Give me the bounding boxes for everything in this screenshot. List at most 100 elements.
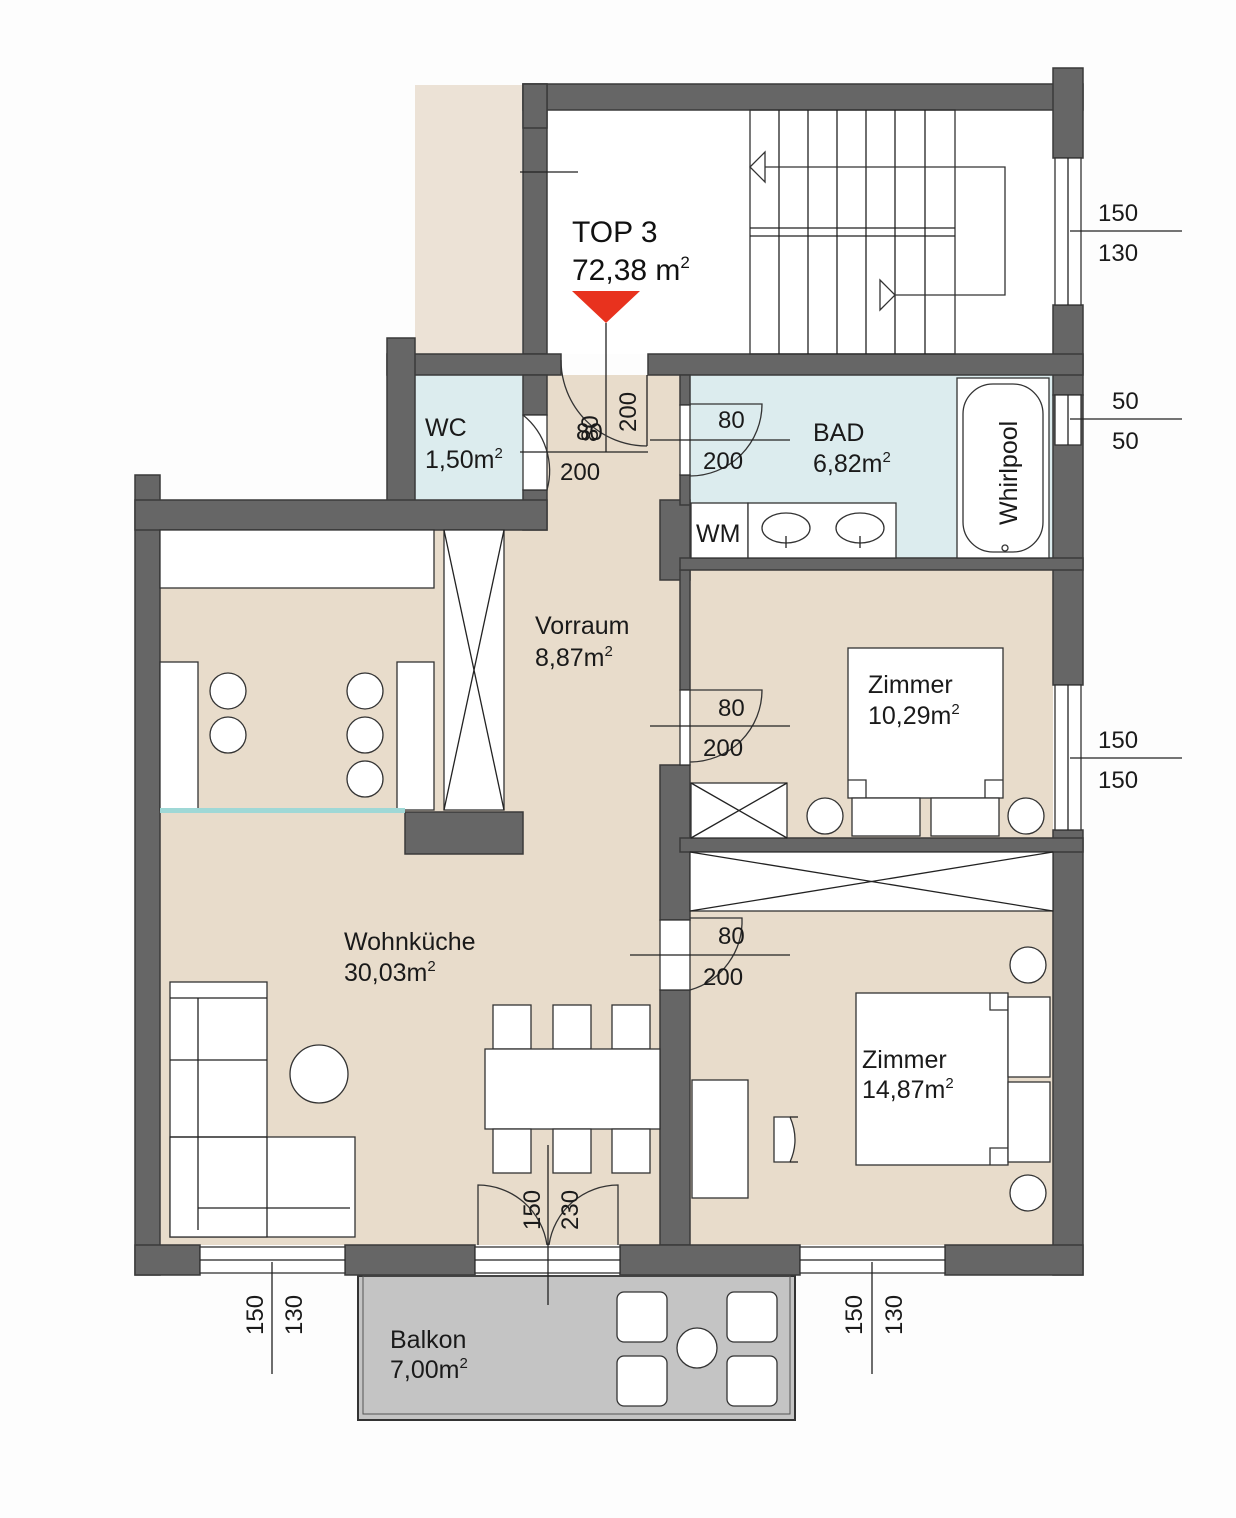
wall-zimmer1-left xyxy=(679,569,691,691)
entry-door: 80 200 xyxy=(560,359,648,447)
wall-bad-zimmer1 xyxy=(679,557,1084,571)
wall-right-outer-b xyxy=(1052,829,1084,1276)
wohnkueche-name: Wohnküche xyxy=(344,928,476,956)
stair-arrow-right xyxy=(879,278,896,312)
unit-area: 72,38 m2 xyxy=(572,253,690,287)
pillow-z1-left xyxy=(851,797,921,837)
svg-text:200: 200 xyxy=(703,964,743,991)
svg-text:150: 150 xyxy=(1098,727,1138,754)
balkon-name: Balkon xyxy=(390,1326,466,1354)
zimmer2-furniture xyxy=(689,851,1054,1212)
window-zimmer1-door xyxy=(679,689,691,766)
wc-door: 80 200 xyxy=(520,414,648,491)
pillow-z2-bottom xyxy=(1007,1081,1051,1163)
svg-text:200: 200 xyxy=(703,448,743,475)
lamp-z2-top-icon xyxy=(1009,946,1047,984)
svg-text:130: 130 xyxy=(281,1295,308,1335)
wall-bad-left xyxy=(679,374,691,406)
zimmer1-furniture xyxy=(690,647,1045,839)
svg-text:80: 80 xyxy=(718,923,745,950)
whirlpool-label: Whirlpool xyxy=(995,421,1023,525)
vorraum-name: Vorraum xyxy=(535,612,629,640)
wall-wc-right xyxy=(522,374,548,416)
stair-arrow-left xyxy=(749,150,766,184)
wall-stair-right-2 xyxy=(1052,304,1084,396)
svg-text:150: 150 xyxy=(1098,767,1138,794)
chair-top-1 xyxy=(492,1004,532,1050)
wall-bottom-3 xyxy=(619,1244,801,1276)
balcony-chair-2 xyxy=(726,1291,778,1343)
wc-floor xyxy=(415,375,523,501)
hob-2-icon xyxy=(209,716,247,754)
wall-bottom-1 xyxy=(134,1244,201,1276)
wall-stair-left xyxy=(522,83,548,355)
svg-text:80: 80 xyxy=(577,415,604,442)
neighbor-floor xyxy=(415,85,522,355)
kitchen-counter-top xyxy=(159,529,435,589)
wall-left-outer xyxy=(134,474,161,1276)
balkon-floor xyxy=(357,1275,796,1421)
entry-marker-icon xyxy=(572,291,640,323)
window-dimensions: 150 130 50 50 150 150 150 130 150 130 xyxy=(242,200,1182,1374)
svg-text:80: 80 xyxy=(718,695,745,722)
bad-area: 6,82m2 xyxy=(813,449,891,478)
dining-table xyxy=(484,1048,661,1130)
chair-top-2 xyxy=(552,1004,592,1050)
svg-text:230: 230 xyxy=(557,1190,584,1230)
wall-zimmer2-left xyxy=(659,989,691,1246)
whirlpool-tub xyxy=(956,377,1050,559)
pillow-z1-right xyxy=(930,797,1000,837)
wall-top-living xyxy=(134,499,548,531)
wall-zimmer1-zimmer2 xyxy=(679,837,1084,853)
bath-fixtures: WM Whirlpool xyxy=(690,377,1050,559)
sofa xyxy=(169,981,356,1238)
wall-stair-top xyxy=(522,83,1084,111)
zimmer2-name: Zimmer xyxy=(862,1046,947,1074)
balcony-door: 150 230 xyxy=(477,1145,619,1305)
balcony-furniture xyxy=(616,1291,778,1407)
balcony-table-icon xyxy=(676,1327,718,1369)
living-furniture xyxy=(159,529,661,1238)
kitchen-counter-right xyxy=(396,661,435,811)
chair-bottom-2 xyxy=(552,1128,592,1174)
chair-top-3 xyxy=(611,1004,651,1050)
svg-text:150: 150 xyxy=(242,1295,269,1335)
desk-z2 xyxy=(691,1079,749,1199)
svg-text:130: 130 xyxy=(1098,240,1138,267)
svg-text:200: 200 xyxy=(615,392,642,432)
svg-text:200: 200 xyxy=(703,735,743,762)
balkon-floor-inner xyxy=(362,1275,791,1415)
zimmer2-area: 14,87m2 xyxy=(862,1075,954,1104)
washing-machine-box xyxy=(690,502,749,559)
glass-partition xyxy=(160,808,405,813)
zimmer2-door: 80 200 xyxy=(630,917,790,991)
balcony-chair-1 xyxy=(616,1291,668,1343)
svg-text:130: 130 xyxy=(881,1295,908,1335)
chair-bottom-1 xyxy=(492,1128,532,1174)
balcony-chair-4 xyxy=(726,1355,778,1407)
wc-name: WC xyxy=(425,414,467,442)
wall-neighbor-step xyxy=(522,83,548,129)
svg-text:80: 80 xyxy=(718,407,745,434)
hob-5-icon xyxy=(346,760,384,798)
wm-label: WM xyxy=(696,520,740,548)
svg-text:200: 200 xyxy=(560,459,600,486)
wall-bad-left-c xyxy=(679,474,691,506)
zimmer1-door: 80 200 xyxy=(650,689,790,763)
wall-stair-right xyxy=(1052,67,1084,159)
wc-area: 1,50m2 xyxy=(425,445,503,474)
hob-3-icon xyxy=(346,672,384,710)
coffee-table-icon xyxy=(289,1044,349,1104)
svg-text:50: 50 xyxy=(1112,428,1139,455)
bed-z2 xyxy=(855,992,1009,1166)
wall-bottom-4 xyxy=(944,1244,1084,1276)
bed-z1 xyxy=(847,647,1004,799)
bad-door: 80 200 xyxy=(650,403,790,477)
wohnkueche-area: 30,03m2 xyxy=(344,958,436,987)
balcony-chair-3 xyxy=(616,1355,668,1407)
pillow-z2-top xyxy=(1007,996,1051,1078)
wall-stair-bottom-right xyxy=(647,353,1084,376)
svg-text:80: 80 xyxy=(576,419,603,446)
svg-text:150: 150 xyxy=(519,1190,546,1230)
